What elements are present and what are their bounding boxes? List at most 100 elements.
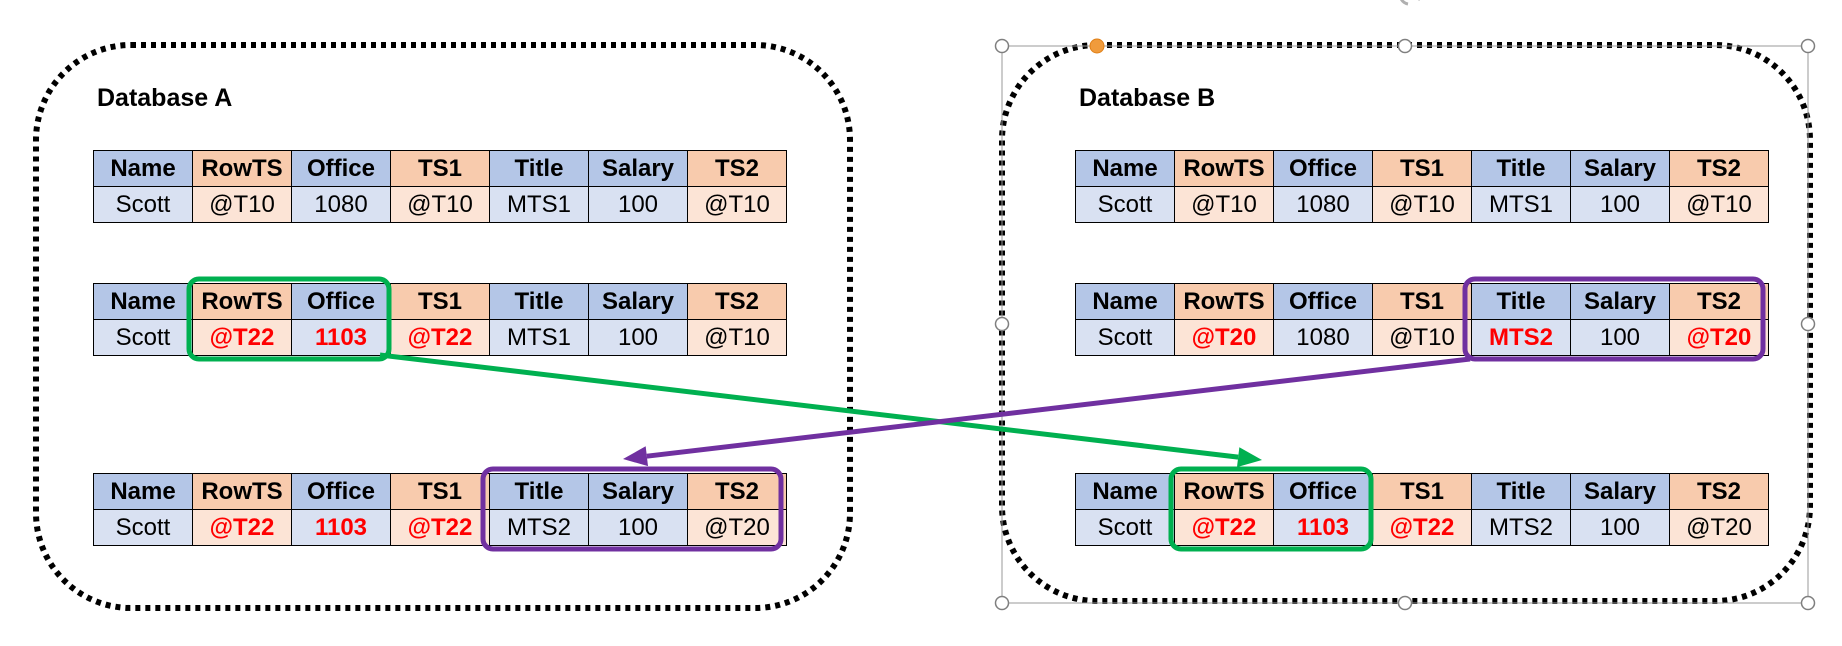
resize-handle-3[interactable] bbox=[994, 316, 1010, 332]
resize-handle-4[interactable] bbox=[1800, 316, 1816, 332]
cell-value: 1103 bbox=[1273, 509, 1373, 546]
cell-value: @T10 bbox=[1372, 186, 1472, 223]
column-header: Office bbox=[1273, 473, 1373, 510]
replicate-title-arrow bbox=[646, 356, 1471, 459]
resize-handle-5[interactable] bbox=[994, 595, 1010, 611]
cell-value: @T20 bbox=[687, 509, 787, 546]
column-header: Name bbox=[93, 150, 193, 187]
column-header: Office bbox=[1273, 283, 1373, 320]
rotate-handle-icon[interactable] bbox=[1400, 0, 1420, 6]
column-header: TS1 bbox=[390, 283, 490, 320]
cell-value: 100 bbox=[588, 319, 688, 356]
column-header: Name bbox=[93, 473, 193, 510]
database-title-b: Database B bbox=[1079, 84, 1216, 112]
resize-handle-1[interactable] bbox=[1397, 38, 1413, 54]
cell-value: Scott bbox=[1075, 186, 1175, 223]
cell-value: 100 bbox=[1570, 509, 1670, 546]
column-header: TS1 bbox=[1372, 283, 1472, 320]
replicate-office-arrow bbox=[379, 352, 1239, 460]
column-header: Office bbox=[1273, 150, 1373, 187]
column-header: Office bbox=[291, 473, 391, 510]
cell-value: 1080 bbox=[1273, 186, 1373, 223]
column-header: TS1 bbox=[1372, 473, 1472, 510]
column-header: Salary bbox=[588, 473, 688, 510]
column-header: Name bbox=[1075, 473, 1175, 510]
cell-value: Scott bbox=[93, 509, 193, 546]
cell-value: @T10 bbox=[1669, 186, 1769, 223]
column-header: TS2 bbox=[1669, 150, 1769, 187]
cell-value: @T10 bbox=[390, 186, 490, 223]
cell-value: 100 bbox=[1570, 186, 1670, 223]
cell-value: MTS2 bbox=[1471, 319, 1571, 356]
column-header: Name bbox=[1075, 150, 1175, 187]
cell-value: @T10 bbox=[687, 186, 787, 223]
column-header: TS2 bbox=[1669, 283, 1769, 320]
database-title-a: Database A bbox=[97, 84, 233, 112]
column-header: Salary bbox=[588, 283, 688, 320]
cell-value: @T22 bbox=[1174, 509, 1274, 546]
replicate-title-arrow-head-icon bbox=[623, 446, 649, 467]
column-header: RowTS bbox=[1174, 150, 1274, 187]
cell-value: @T22 bbox=[192, 509, 292, 546]
column-header: Name bbox=[93, 283, 193, 320]
column-header: RowTS bbox=[1174, 283, 1274, 320]
column-header: RowTS bbox=[192, 150, 292, 187]
column-header: Salary bbox=[1570, 150, 1670, 187]
cell-value: MTS2 bbox=[1471, 509, 1571, 546]
column-header: Office bbox=[291, 150, 391, 187]
column-header: Salary bbox=[1570, 473, 1670, 510]
cell-value: MTS1 bbox=[489, 319, 589, 356]
column-header: RowTS bbox=[192, 473, 292, 510]
column-header: TS2 bbox=[687, 473, 787, 510]
replicate-office-arrow-head-icon bbox=[1236, 447, 1262, 468]
resize-handle-2[interactable] bbox=[1800, 38, 1816, 54]
cell-value: 100 bbox=[1570, 319, 1670, 356]
cell-value: Scott bbox=[93, 186, 193, 223]
cell-value: 1080 bbox=[1273, 319, 1373, 356]
cell-value: 1103 bbox=[291, 319, 391, 356]
column-header: TS1 bbox=[1372, 150, 1472, 187]
column-header: Name bbox=[1075, 283, 1175, 320]
cell-value: @T10 bbox=[1174, 186, 1274, 223]
column-header: TS2 bbox=[1669, 473, 1769, 510]
cell-value: Scott bbox=[1075, 509, 1175, 546]
cell-value: @T22 bbox=[390, 319, 490, 356]
cell-value: @T20 bbox=[1669, 509, 1769, 546]
cell-value: @T10 bbox=[1372, 319, 1472, 356]
cell-value: @T22 bbox=[1372, 509, 1472, 546]
column-header: Office bbox=[291, 283, 391, 320]
column-header: RowTS bbox=[1174, 473, 1274, 510]
column-header: Salary bbox=[1570, 283, 1670, 320]
cell-value: 100 bbox=[588, 186, 688, 223]
cell-value: 1103 bbox=[291, 509, 391, 546]
cell-value: @T10 bbox=[192, 186, 292, 223]
cell-value: @T22 bbox=[390, 509, 490, 546]
column-header: RowTS bbox=[192, 283, 292, 320]
cell-value: MTS2 bbox=[489, 509, 589, 546]
cell-value: 100 bbox=[588, 509, 688, 546]
column-header: TS1 bbox=[390, 473, 490, 510]
column-header: TS2 bbox=[687, 150, 787, 187]
column-header: TS1 bbox=[390, 150, 490, 187]
cell-value: Scott bbox=[1075, 319, 1175, 356]
resize-handle-0[interactable] bbox=[994, 38, 1010, 54]
column-header: Title bbox=[1471, 473, 1571, 510]
resize-handle-6[interactable] bbox=[1397, 595, 1413, 611]
column-header: Salary bbox=[588, 150, 688, 187]
cell-value: MTS1 bbox=[489, 186, 589, 223]
column-header: Title bbox=[1471, 150, 1571, 187]
cell-value: @T20 bbox=[1669, 319, 1769, 356]
adjust-handle[interactable] bbox=[1089, 38, 1105, 54]
cell-value: @T22 bbox=[192, 319, 292, 356]
cell-value: 1080 bbox=[291, 186, 391, 223]
resize-handle-7[interactable] bbox=[1800, 595, 1816, 611]
column-header: Title bbox=[489, 283, 589, 320]
column-header: Title bbox=[489, 473, 589, 510]
cell-value: MTS1 bbox=[1471, 186, 1571, 223]
